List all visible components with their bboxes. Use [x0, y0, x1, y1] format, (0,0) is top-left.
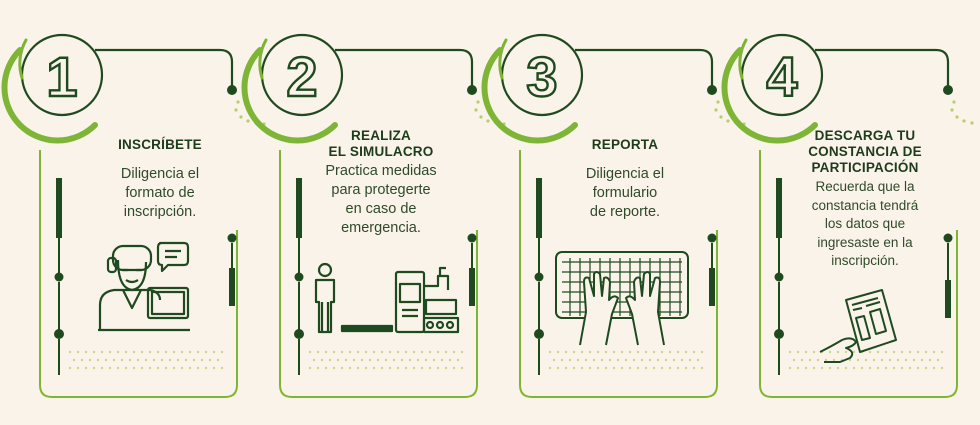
person-and-machinery-icon — [314, 262, 460, 334]
hands-on-keyboard-icon — [555, 251, 689, 346]
hand-holding-document-icon — [819, 289, 897, 363]
step-4-badge — [721, 33, 824, 144]
step-2-number: 2 — [286, 45, 317, 108]
step-3-title: REPORTA — [591, 137, 659, 152]
step-2-title: REALIZA EL SIMULACRO — [328, 128, 434, 159]
step-3-content: REPORTA Diligencia el formulario de repo… — [540, 137, 710, 222]
step-3-badge — [481, 33, 584, 144]
step-1-badge — [1, 33, 104, 144]
step-1-description: Diligencia el formato de inscripción. — [120, 166, 200, 220]
step-2-badge — [241, 33, 344, 144]
step-4-title: DESCARGA TU CONSTANCIA DE PARTICIPACIÓN — [808, 128, 922, 175]
step-1-title: INSCRÍBETE — [118, 137, 202, 152]
step-3-description: Diligencia el formulario de reporte. — [585, 166, 665, 220]
step-3-number: 3 — [526, 45, 557, 108]
step-4-description: Recuerda que la constancia tendrá los da… — [811, 179, 919, 268]
person-at-computer-icon — [98, 241, 190, 332]
step-4-number: 4 — [766, 45, 797, 108]
step-2-content: REALIZA EL SIMULACRO Practica medidas pa… — [296, 128, 466, 238]
step-2-description: Practica medidas para protegerte en caso… — [325, 163, 437, 236]
step-1-content: INSCRÍBETE Diligencia el formato de insc… — [60, 137, 260, 222]
step-1-number: 1 — [46, 45, 77, 108]
step-4-content: DESCARGA TU CONSTANCIA DE PARTICIPACIÓN … — [780, 128, 950, 271]
